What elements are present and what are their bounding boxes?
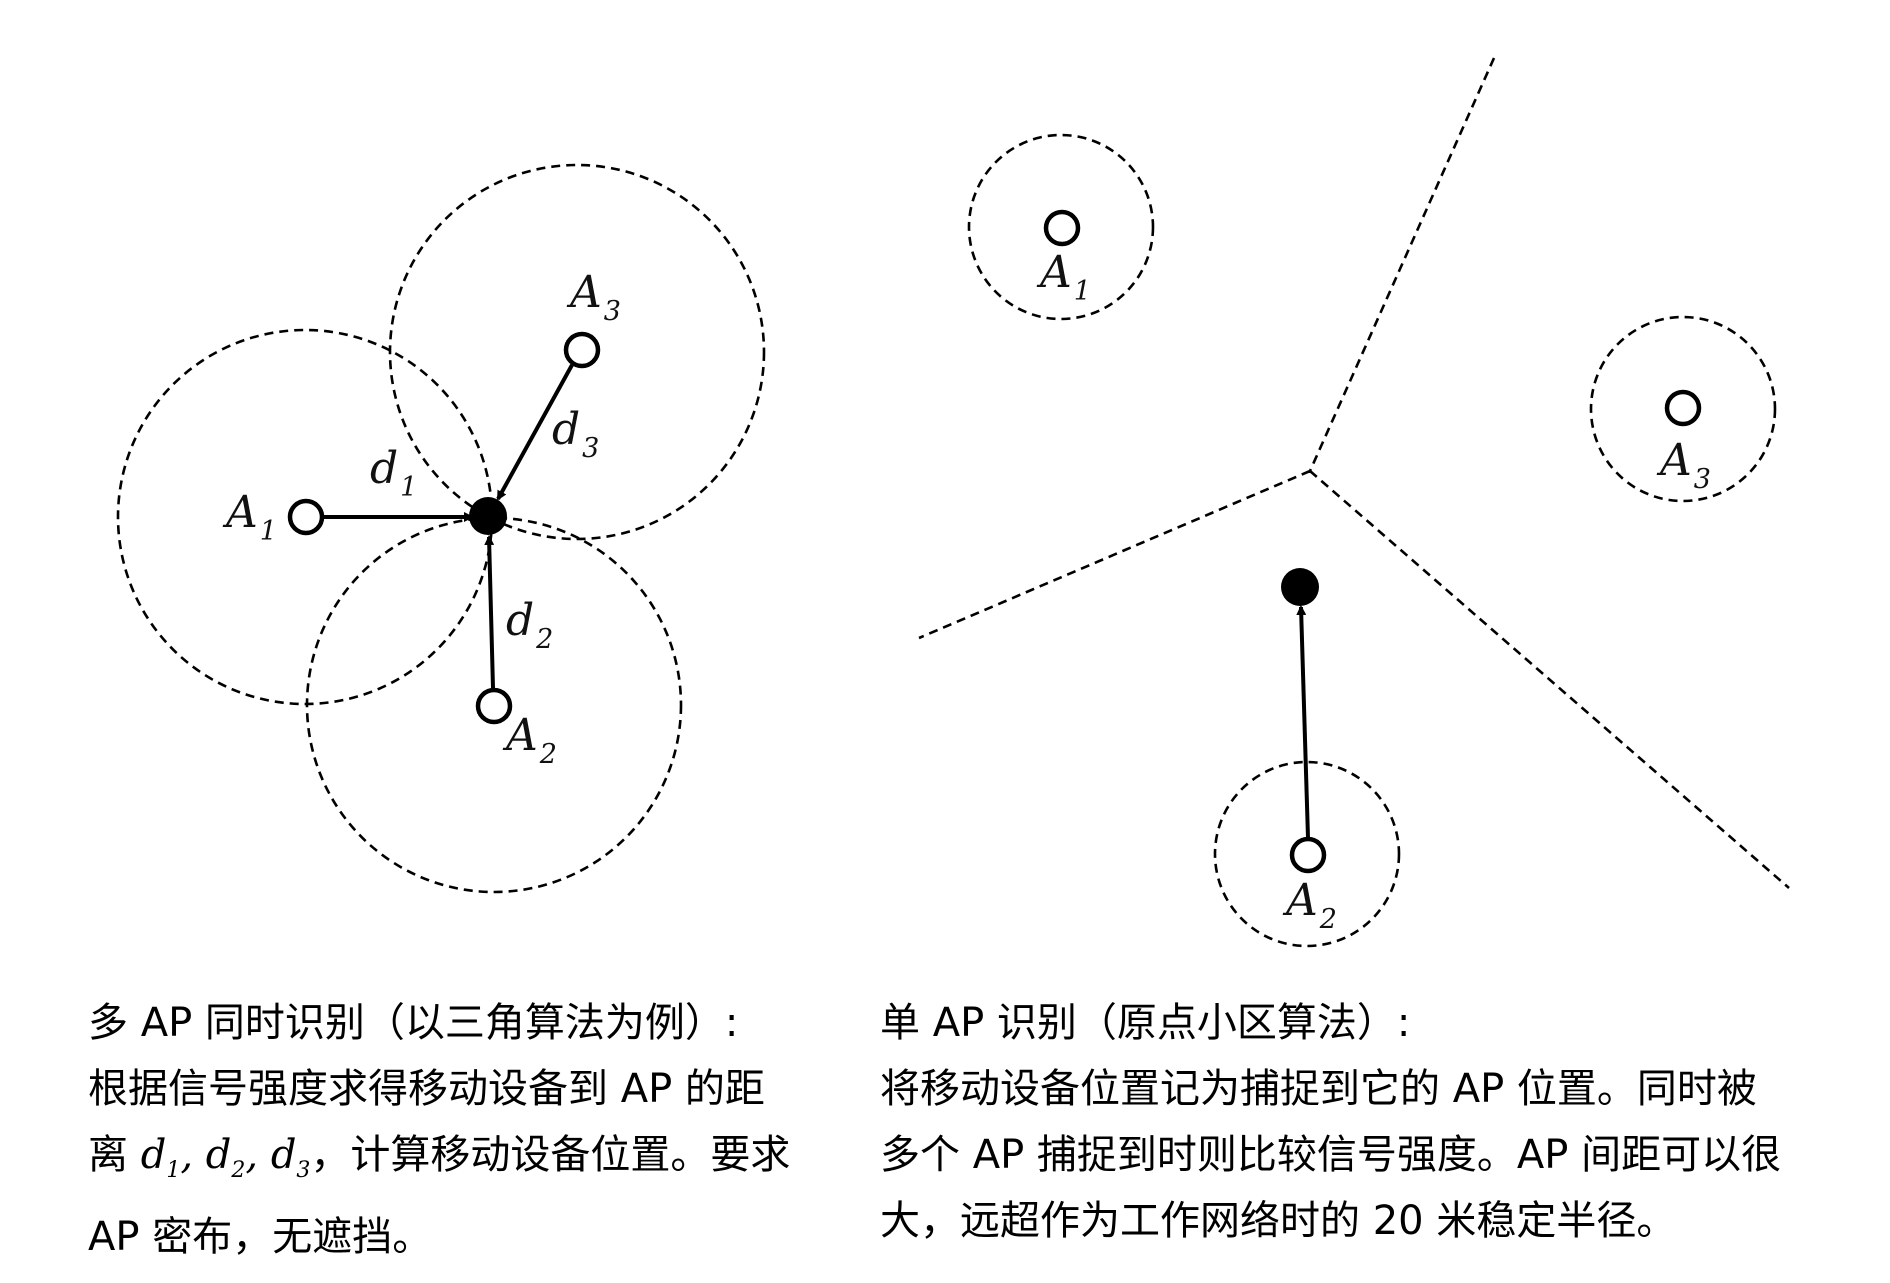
label-a3: A3: [566, 267, 621, 327]
label-a3: A3: [1656, 435, 1711, 495]
range-circle-a3: [1589, 315, 1777, 503]
left-caption-line: AP 密布，无遮挡。: [88, 1214, 433, 1260]
label-d2: d2: [506, 595, 553, 655]
range-circle-a2: [305, 516, 683, 894]
label-d3: d3: [552, 404, 599, 464]
label-d1: d1: [370, 443, 417, 503]
left-diagram: A1 A2 A3 d1 d2 d3: [116, 163, 766, 894]
access-point-a3: [1664, 389, 1702, 427]
right-caption-line: 多个 AP 捕捉到时则比较信号强度。AP 间距可以很: [880, 1132, 1782, 1178]
right-diagram: A1 A2 A3: [918, 57, 1790, 948]
left-caption-line: 离 d1, d2, d3，计算移动设备位置。要求: [88, 1132, 791, 1183]
mobile-device: [1281, 568, 1319, 606]
right-caption-line: 大，远超作为工作网络时的 20 米稳定半径。: [880, 1198, 1677, 1244]
access-point-a1: [1043, 209, 1081, 247]
capture-arrow: [1296, 605, 1310, 839]
access-point-a2: [1289, 836, 1327, 874]
range-circle-a2: [1213, 760, 1401, 948]
range-circle-a3: [388, 163, 766, 541]
access-point-a1: [287, 498, 325, 536]
right-caption: 单 AP 识别（原点小区算法）: 将移动设备位置记为捕捉到它的 AP 位置。同时…: [880, 990, 1781, 1254]
right-caption-heading: 单 AP 识别（原点小区算法）:: [880, 1000, 1411, 1046]
label-a1: A1: [1036, 247, 1091, 307]
distance-arrow-d3: [496, 364, 574, 501]
mobile-device: [469, 497, 507, 535]
left-caption: 多 AP 同时识别（以三角算法为例）: 根据信号强度求得移动设备到 AP 的距 …: [88, 990, 790, 1270]
left-caption-line: 根据信号强度求得移动设备到 AP 的距: [88, 1066, 765, 1112]
cell-boundary: [918, 57, 1790, 889]
left-caption-heading: 多 AP 同时识别（以三角算法为例）:: [88, 1000, 739, 1046]
access-point-a3: [563, 331, 601, 369]
label-a1: A1: [222, 487, 277, 547]
right-caption-line: 将移动设备位置记为捕捉到它的 AP 位置。同时被: [880, 1066, 1757, 1112]
label-a2: A2: [1282, 875, 1337, 935]
label-a2: A2: [502, 710, 557, 770]
access-point-a2: [475, 687, 513, 725]
range-circle-a1: [967, 133, 1155, 321]
distance-arrow-d2: [484, 535, 495, 689]
